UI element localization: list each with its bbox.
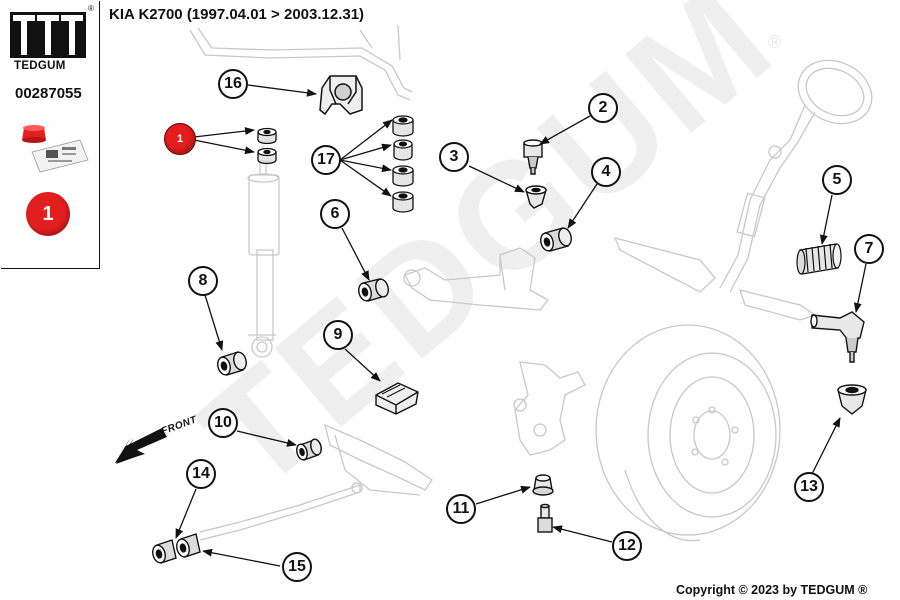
callout-4[interactable]: 4 bbox=[591, 157, 621, 187]
callout-13[interactable]: 13 bbox=[794, 472, 824, 502]
part-14-15-bushings bbox=[152, 533, 201, 564]
page-title: KIA K2700 (1997.04.01 > 2003.12.31) bbox=[109, 6, 365, 23]
part-11-dust-boot bbox=[532, 474, 554, 496]
part-12-pin-bush bbox=[537, 503, 553, 533]
callout-leader-lines bbox=[175, 84, 867, 567]
callout-14[interactable]: 14 bbox=[186, 459, 216, 489]
part-6-bushing bbox=[358, 278, 389, 302]
callout-2[interactable]: 2 bbox=[588, 93, 618, 123]
part-16-stabilizer-clamp bbox=[319, 75, 363, 116]
product-info-panel bbox=[1, 1, 100, 269]
watermark-registered-mark: ® bbox=[768, 32, 782, 52]
callout-7[interactable]: 7 bbox=[854, 234, 884, 264]
callout-17[interactable]: 17 bbox=[311, 145, 341, 175]
front-direction-arrow-icon bbox=[115, 428, 167, 464]
part-8-bushing bbox=[217, 351, 247, 376]
part-number: 00287055 bbox=[15, 85, 82, 102]
background-chassis bbox=[189, 24, 873, 542]
callout-11[interactable]: 11 bbox=[446, 494, 476, 524]
part-17-bushings bbox=[392, 115, 414, 213]
tedgum-logo-icon bbox=[10, 12, 86, 58]
part-9-bump-pad bbox=[375, 382, 419, 415]
part-5-bellows bbox=[796, 243, 842, 275]
part-1-bushings bbox=[257, 127, 277, 165]
callout-12[interactable]: 12 bbox=[612, 531, 642, 561]
brand-name: TEDGUM bbox=[14, 60, 66, 72]
part-13-dust-boot bbox=[837, 384, 867, 415]
part-7-tie-rod-end bbox=[810, 311, 865, 363]
part-10-bushing bbox=[296, 438, 322, 461]
product-thumbnail bbox=[22, 125, 89, 173]
callout-8[interactable]: 8 bbox=[188, 266, 218, 296]
callout-3[interactable]: 3 bbox=[439, 142, 469, 172]
selected-part-badge: 1 bbox=[26, 192, 70, 236]
callout-5[interactable]: 5 bbox=[822, 165, 852, 195]
part-3-dust-boot bbox=[525, 185, 547, 209]
registered-mark: ® bbox=[88, 4, 94, 13]
callout-16[interactable]: 16 bbox=[218, 69, 248, 99]
callout-9[interactable]: 9 bbox=[323, 320, 353, 350]
part-2-ball-joint bbox=[523, 139, 543, 175]
part-4-bushing bbox=[540, 227, 572, 252]
callout-10[interactable]: 10 bbox=[208, 408, 238, 438]
callout-1-selected[interactable]: 1 bbox=[164, 123, 196, 155]
copyright-footer: Copyright © 2023 by TEDGUM ® bbox=[676, 583, 868, 597]
callout-6[interactable]: 6 bbox=[320, 199, 350, 229]
callout-15[interactable]: 15 bbox=[282, 552, 312, 582]
